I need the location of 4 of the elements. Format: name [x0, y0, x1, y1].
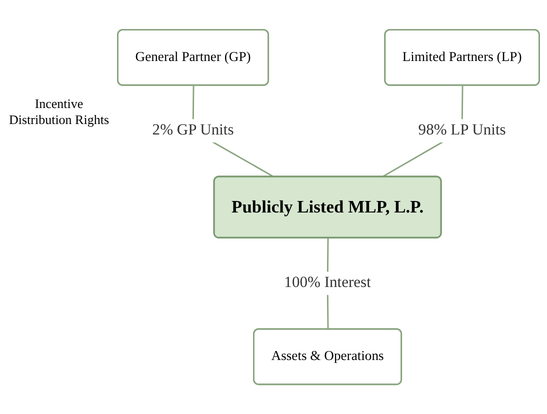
- edge-label: 100% Interest: [284, 274, 371, 292]
- edge-note: Incentive Distribution Rights: [8, 96, 110, 128]
- edge-label: 98% LP Units: [418, 122, 506, 139]
- edge-label: 2% GP Units: [152, 122, 234, 139]
